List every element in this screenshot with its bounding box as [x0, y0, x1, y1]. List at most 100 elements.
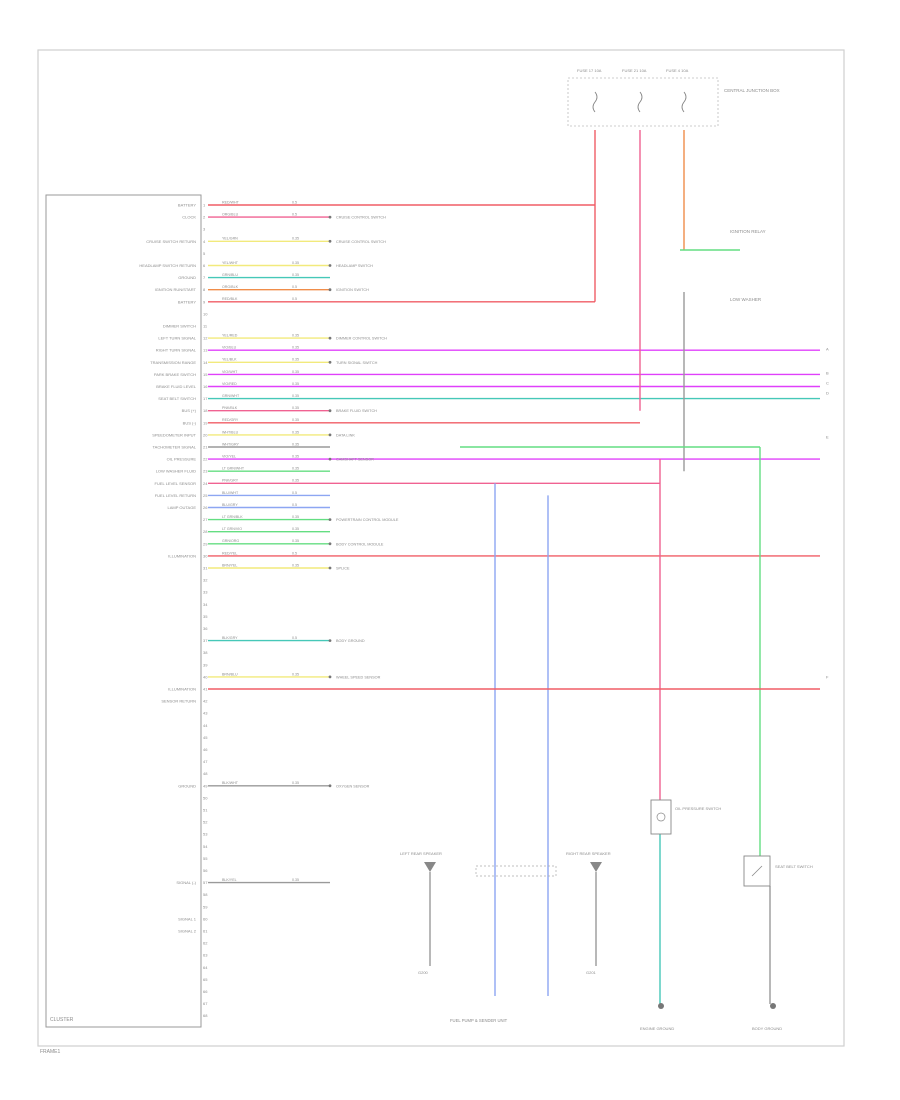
wire-gauge: 0.35: [292, 455, 299, 459]
wire-gauge: 0.35: [292, 418, 299, 422]
wire-gauge: 0.35: [292, 382, 299, 386]
pin-number: 51: [203, 808, 208, 813]
wire-gauge: 0.35: [292, 406, 299, 410]
wire-code: VIO/WHT: [222, 370, 238, 374]
pin-number: 14: [203, 360, 208, 365]
pin-number: 5: [203, 251, 206, 256]
pin-number: 37: [203, 638, 208, 643]
pin-number: 50: [203, 795, 208, 800]
wire-code: YEL/GRN: [222, 237, 238, 241]
wire-gauge: 0.35: [292, 539, 299, 543]
wire-destination: CRUISE CONTROL SWITCH: [336, 240, 386, 244]
fuse-symbol: [592, 91, 598, 113]
pin-number: 59: [203, 904, 208, 909]
wire-destination: WHEEL SPEED SENSOR: [336, 675, 381, 679]
pin-number: 34: [203, 602, 208, 607]
wire-gauge: 0.35: [292, 672, 299, 676]
fuel-pump-unit: FUEL PUMP & SENDER UNIT: [450, 865, 557, 1023]
connector-dot: [328, 433, 332, 437]
connector-dot: [328, 639, 332, 642]
connector-dot: [328, 336, 332, 340]
wire-code: VIO/YEL: [222, 455, 236, 459]
pin-label: BUS (+): [182, 408, 197, 413]
connector-letter: D: [826, 391, 829, 396]
wire-destination: BODY GROUND: [336, 639, 365, 643]
pin-label: FUEL LEVEL RETURN: [155, 493, 196, 498]
pin-label: SIGNAL (-): [176, 880, 196, 885]
pin-label: BATTERY: [178, 203, 196, 208]
seatbelt-switch-label: SEAT BELT SWITCH: [775, 864, 813, 869]
wire-destination: POWERTRAIN CONTROL MODULE: [336, 518, 399, 522]
wire-gauge: 0.35: [292, 346, 299, 350]
left-speaker-label: LEFT REAR SPEAKER: [400, 851, 442, 856]
pin-number: 25: [203, 493, 208, 498]
wire-code: ORG/BLU: [222, 213, 239, 217]
wire-destination: TURN SIGNAL SWITCH: [336, 361, 378, 365]
wire-code: GRN/BLU: [222, 273, 238, 277]
pin-number: 41: [203, 687, 208, 692]
pin-number: 48: [203, 771, 208, 776]
pin-label: ILLUMINATION: [168, 553, 196, 558]
wire-gauge: 0.5: [292, 503, 297, 507]
pin-label: TRANSMISSION RANGE: [150, 360, 196, 365]
wire-code: YEL/WHT: [222, 261, 239, 265]
ground-symbols: ENGINE GROUND BODY GROUND G200 G201: [418, 970, 782, 1031]
wire-code: PNK/BLK: [222, 406, 238, 410]
pin-number: 58: [203, 892, 208, 897]
connector-letter: A: [826, 347, 829, 352]
wire-code: LT GRN/WHT: [222, 467, 245, 471]
fuse-symbol: [637, 91, 643, 113]
pin-number: 38: [203, 650, 208, 655]
pin-label: GROUND: [178, 275, 196, 280]
right-speaker-label: RIGHT REAR SPEAKER: [566, 851, 611, 856]
wire-gauge: 0.5: [292, 636, 297, 640]
ground-oil-label: ENGINE GROUND: [640, 1026, 674, 1031]
pin-number: 42: [203, 699, 208, 704]
connector-dot: [328, 239, 332, 243]
pin-number: 9: [203, 299, 206, 304]
pin-number: 39: [203, 662, 208, 667]
pin-number: 36: [203, 626, 208, 631]
pin-number: 30: [203, 553, 208, 558]
pin-number: 60: [203, 916, 208, 921]
wire-gauge: 0.35: [292, 237, 299, 241]
connector-dot: [328, 784, 332, 788]
pin-label: DIMMER SWITCH: [163, 324, 196, 329]
fuse-label: FUSE 21 10A: [622, 68, 647, 73]
fuse-label: FUSE 17 10A: [577, 68, 602, 73]
wire-gauge: 0.35: [292, 430, 299, 434]
wire-code: YEL/BLK: [222, 358, 237, 362]
pin-label: PARK BRAKE SWITCH: [154, 372, 196, 377]
wire-gauge: 0.5: [292, 200, 297, 204]
wire-destination: SPLICE: [336, 567, 350, 571]
pin-number: 67: [203, 1001, 208, 1006]
connector-dot: [328, 264, 332, 267]
pin-number: 32: [203, 578, 208, 583]
pin-number: 2: [203, 215, 206, 220]
right-top-component: IGNITION RELAY: [730, 229, 766, 234]
wire-code: RED/WHT: [222, 200, 240, 204]
wire-gauge: 0.5: [292, 285, 297, 289]
connector-letter: F: [826, 675, 829, 680]
pin-label: BUS (-): [183, 420, 197, 425]
pin-label: LAMP OUTAGE: [167, 505, 196, 510]
wire-gauge: 0.35: [292, 370, 299, 374]
seatbelt-switch: SEAT BELT SWITCH: [743, 855, 813, 887]
pin-number: 13: [203, 348, 208, 353]
pin-label: TACHOMETER SIGNAL: [153, 445, 197, 450]
pin-label: HEADLAMP SWITCH RETURN: [139, 263, 196, 268]
pin-label: SEAT BELT SWITCH: [158, 396, 196, 401]
connector-dot: [328, 566, 332, 570]
fuel-pump-label: FUEL PUMP & SENDER UNIT: [450, 1018, 508, 1023]
wire-code: BLK/YEL: [222, 878, 237, 882]
wire-gauge: 0.35: [292, 563, 299, 567]
left-speaker: LEFT REAR SPEAKER: [400, 851, 442, 872]
wire-destination: OXYGEN SENSOR: [336, 784, 370, 788]
pin-number: 46: [203, 747, 208, 752]
pin-number: 28: [203, 529, 208, 534]
wire-gauge: 0.35: [292, 878, 299, 882]
pin-label: CLOCK: [182, 215, 196, 220]
wire-destination: DATA LINK: [336, 433, 355, 437]
pin-number: 55: [203, 856, 208, 861]
